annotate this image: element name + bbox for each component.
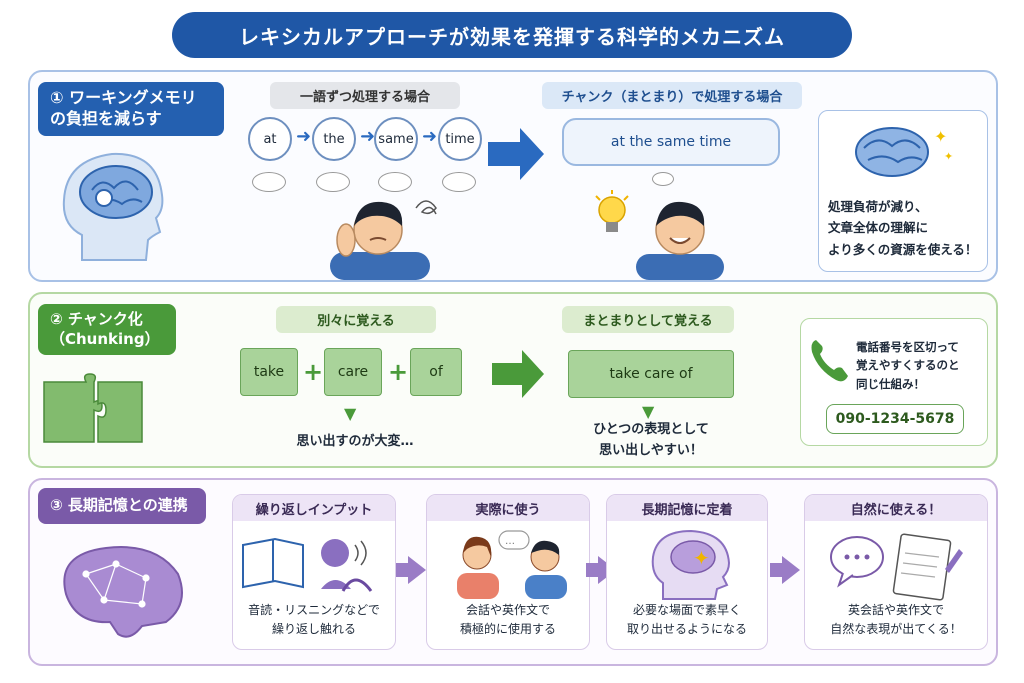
page-title: レキシカルアプローチが効果を発揮する科学的メカニズム	[172, 12, 852, 58]
thought-bubble-icon	[252, 172, 286, 192]
section1-label: ① ワーキングメモリの負担を減らす	[38, 82, 224, 136]
lightbulb-icon	[595, 190, 629, 232]
puzzle-icon	[43, 373, 143, 443]
separate-result: 思い出すのが大変…	[296, 434, 414, 449]
arrow-right-icon: ➜	[360, 126, 376, 147]
word-the: the	[312, 117, 356, 161]
plus-icon: +	[388, 358, 409, 386]
together-result-line: 思い出しやすい！	[599, 442, 703, 458]
result-text: 処理負荷が減り、 文章全体の理解に より多くの資源を使える！	[822, 196, 984, 260]
step-text: 会話や英作文で 積極的に使用する	[427, 601, 589, 639]
section2-label-line2: （Chunking）	[50, 329, 160, 348]
step-text-line: 積極的に使用する	[459, 621, 556, 636]
step-card-memory: 長期記憶に定着 ✦ 必要な場面で素早く 取り出せるようになる	[606, 494, 768, 650]
happy-person-icon	[636, 201, 724, 280]
chunk-processing-label: チャンク（まとまり）で処理する場合	[542, 82, 802, 109]
result-line: より多くの資源を使える！	[828, 241, 978, 257]
step-text-line: 会話や英作文で	[465, 602, 550, 617]
step-text: 英会話や英作文で 自然な表現が出てくる！	[805, 601, 987, 639]
step-title: 繰り返しインプット	[233, 495, 395, 521]
puzzle-piece-of: of	[410, 348, 462, 396]
separate-label: 別々に覚える	[276, 306, 436, 333]
word-at: at	[248, 117, 292, 161]
phone-icon	[811, 340, 848, 382]
thought-bubble-icon	[316, 172, 350, 192]
arrow-right-icon: ➜	[296, 126, 312, 147]
svg-text:…: …	[505, 536, 515, 547]
arrow-right-icon	[770, 556, 800, 584]
section3-label: ③ 長期記憶との連携	[38, 488, 206, 524]
chunk-phrase-box: at the same time	[562, 118, 780, 166]
svg-text:✦: ✦	[944, 150, 953, 163]
step-text-line: 英会話や英作文で	[847, 602, 944, 617]
together-label: まとまりとして覚える	[562, 306, 734, 333]
arrow-down-icon: ▼	[344, 404, 357, 423]
result-line: 文章全体の理解に	[828, 220, 929, 236]
big-arrow-right-icon	[488, 128, 544, 180]
section2-label-line1: ② チャンク化	[50, 310, 143, 328]
step-text-line: 音読・リスニングなどで	[248, 602, 380, 617]
puzzle-combined: take care of	[568, 350, 734, 398]
section2-label: ② チャンク化 （Chunking）	[38, 304, 176, 355]
chat-notebook-icon	[830, 533, 963, 601]
step-card-input: 繰り返しインプット 音読・リスニングなどで 繰り返し触れる	[232, 494, 396, 650]
one-by-one-label: 一語ずつ処理する場合	[270, 82, 460, 109]
step-text-line: 必要な場面で素早く	[632, 602, 741, 617]
thought-bubble-icon	[442, 172, 476, 192]
phone-note-line: 覚えやすくするのと	[856, 358, 960, 373]
plus-icon: +	[303, 358, 324, 386]
arrow-right-icon	[396, 556, 426, 584]
step-text-line: 繰り返し触れる	[271, 621, 356, 636]
phone-note-line: 電話番号を区切って	[856, 340, 959, 354]
step-card-use: 実際に使う … 会話や英作文で 積極的に使用する	[426, 494, 590, 650]
step-title: 実際に使う	[427, 495, 589, 521]
together-result-line: ひとつの表現として	[593, 422, 709, 437]
thought-bubble-icon	[378, 172, 412, 192]
phone-note-line: 同じ仕組み！	[856, 376, 925, 391]
brain-head-icon	[62, 152, 164, 261]
step-text-line: 取り出せるようになる	[626, 621, 747, 636]
puzzle-piece-take: take	[240, 348, 298, 396]
confused-person-icon	[330, 200, 437, 280]
step-text-line: 自然な表現が出てくる！	[830, 621, 962, 636]
step-title: 自然に使える！	[805, 495, 987, 521]
svg-text:✦: ✦	[693, 546, 710, 570]
result-line: 処理負荷が減り、	[828, 199, 928, 214]
thought-bubble-icon	[652, 172, 674, 186]
conversation-icon: …	[457, 530, 567, 599]
step-title: 長期記憶に定着	[607, 495, 767, 521]
step-text: 音読・リスニングなどで 繰り返し触れる	[233, 601, 395, 639]
arrow-down-icon: ▼	[642, 402, 655, 421]
network-brain-icon	[63, 546, 183, 638]
brain-icon: ✦ ✦	[855, 127, 953, 177]
head-sparkle-icon: ✦	[651, 529, 731, 600]
puzzle-piece-care: care	[324, 348, 382, 396]
svg-text:✦: ✦	[934, 127, 947, 146]
word-same: same	[374, 117, 418, 161]
big-arrow-right-icon	[492, 350, 544, 398]
step-card-natural: 自然に使える！ 英会話や英作文で 自然な表現が出てくる！	[804, 494, 988, 650]
word-time: time	[438, 117, 482, 161]
book-headphones-icon	[242, 537, 373, 592]
phone-number: 090-1234-5678	[826, 404, 964, 434]
step-text: 必要な場面で素早く 取り出せるようになる	[607, 601, 767, 639]
phone-note: 電話番号を区切って 覚えやすくするのと 同じ仕組み！	[856, 338, 986, 393]
arrow-right-icon: ➜	[422, 126, 438, 147]
together-result: ひとつの表現として 思い出しやすい！	[568, 420, 734, 462]
